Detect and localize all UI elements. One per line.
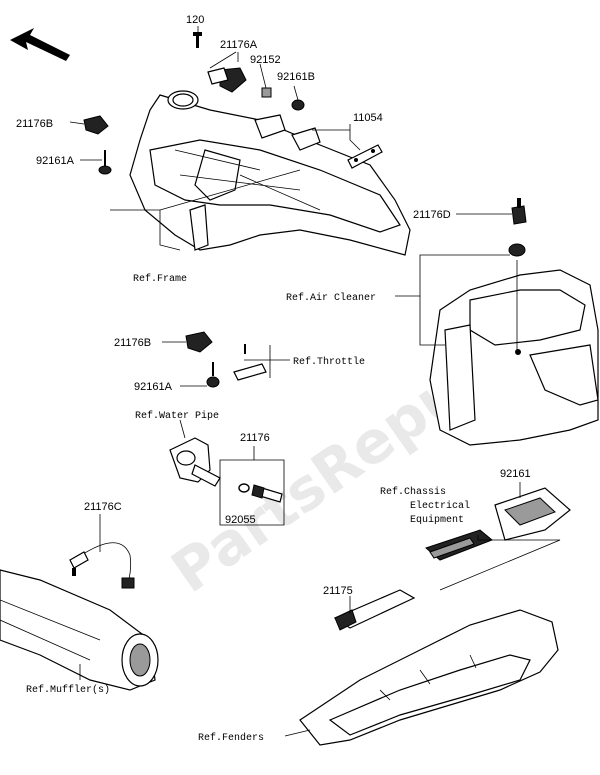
nut-92161b bbox=[291, 99, 305, 111]
ref-throttle: Ref.Throttle bbox=[293, 356, 365, 368]
ref-water-pipe: Ref.Water Pipe bbox=[135, 410, 219, 422]
o-ring-92055 bbox=[238, 483, 250, 493]
label-21176c: 21176C bbox=[84, 501, 122, 513]
air-cleaner-illustration bbox=[429, 198, 599, 446]
oxygen-sensor-21176c bbox=[69, 542, 135, 589]
label-92152: 92152 bbox=[250, 54, 281, 66]
label-21176a: 21176A bbox=[220, 39, 258, 51]
bracket-11054 bbox=[347, 144, 383, 169]
label-21176: 21176 bbox=[240, 432, 270, 444]
frame-illustration bbox=[129, 90, 411, 256]
sensor-21176a bbox=[207, 67, 247, 93]
ref-frame: Ref.Frame bbox=[133, 273, 187, 285]
ref-air-cleaner: Ref.Air Cleaner bbox=[286, 292, 376, 304]
label-21176b-mid: 21176B bbox=[114, 337, 151, 349]
relay-21175 bbox=[333, 589, 416, 631]
label-92161b: 92161B bbox=[277, 71, 315, 83]
chassis-electrical-component bbox=[425, 529, 493, 561]
ref-fenders: Ref.Fenders bbox=[198, 732, 264, 744]
ref-chassis-line1: Ref.Chassis bbox=[380, 486, 446, 498]
label-92161: 92161 bbox=[500, 468, 531, 480]
label-92055: 92055 bbox=[225, 514, 256, 526]
label-21176b-top: 21176B bbox=[16, 118, 53, 130]
nut-92161a-top bbox=[98, 150, 112, 175]
ref-muffler: Ref.Muffler(s) bbox=[26, 684, 110, 696]
fenders-illustration bbox=[299, 609, 559, 746]
label-21175: 21175 bbox=[323, 585, 353, 597]
label-120: 120 bbox=[186, 14, 204, 26]
ecu-92161 bbox=[494, 487, 571, 541]
muffler-illustration bbox=[0, 569, 159, 691]
throttle-bracket bbox=[233, 344, 267, 381]
label-21176d: 21176D bbox=[413, 209, 451, 221]
nut-92161a-mid bbox=[206, 362, 220, 388]
nut-92152 bbox=[261, 87, 272, 98]
direction-arrow-icon bbox=[10, 28, 70, 61]
bolt-120 bbox=[193, 32, 202, 48]
label-92161a-top: 92161A bbox=[36, 155, 75, 167]
label-92161a-mid: 92161A bbox=[134, 381, 173, 393]
water-pipe-illustration bbox=[169, 437, 221, 487]
sensor-21176b-top bbox=[83, 115, 109, 135]
sensor-21176b-mid bbox=[185, 331, 213, 353]
leader-lines bbox=[69, 26, 561, 737]
temp-sensor-21176 bbox=[251, 484, 283, 503]
ref-chassis-line3: Equipment bbox=[410, 514, 464, 526]
ref-chassis-line2: Electrical bbox=[410, 500, 470, 512]
label-11054: 11054 bbox=[353, 112, 383, 124]
